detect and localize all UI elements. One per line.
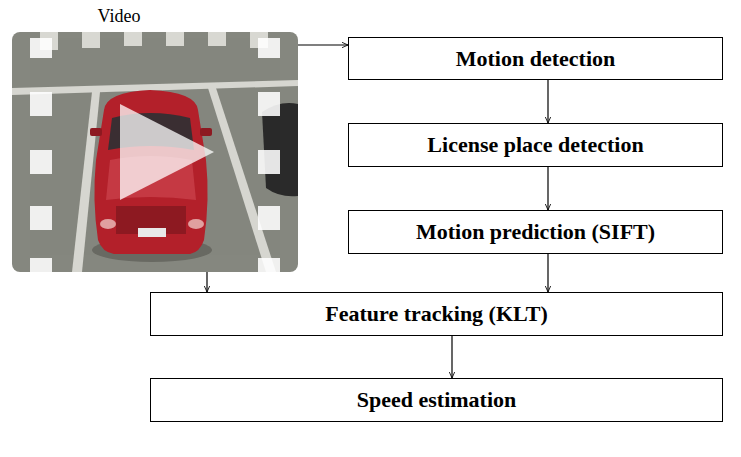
arrow-connector <box>547 80 548 123</box>
node-label: Video <box>12 6 226 28</box>
node-label: Speed estimation <box>357 387 517 412</box>
crosswalk <box>40 32 268 50</box>
road <box>12 32 298 272</box>
play-icon <box>120 104 214 200</box>
arrow-connector <box>206 272 207 292</box>
video-source: Video <box>12 6 298 272</box>
arrow-connector <box>547 167 548 210</box>
process-box: License place detection <box>348 123 723 167</box>
video-frame <box>12 32 298 272</box>
node-label: Motion detection <box>456 46 615 71</box>
arrow-connector <box>298 44 348 45</box>
arrow-connector <box>547 254 548 292</box>
film-holes <box>30 38 280 272</box>
dark-car <box>262 103 298 196</box>
node-label: License place detection <box>427 132 643 157</box>
process-box: Motion prediction (SIFT) <box>348 210 723 254</box>
process-box: Speed estimation <box>150 378 723 422</box>
node-label: Feature tracking (KLT) <box>325 301 547 326</box>
arrow-connector <box>451 336 452 378</box>
process-box: Motion detection <box>348 37 723 80</box>
process-box: Feature tracking (KLT) <box>150 292 723 336</box>
node-label: Motion prediction (SIFT) <box>416 219 655 244</box>
